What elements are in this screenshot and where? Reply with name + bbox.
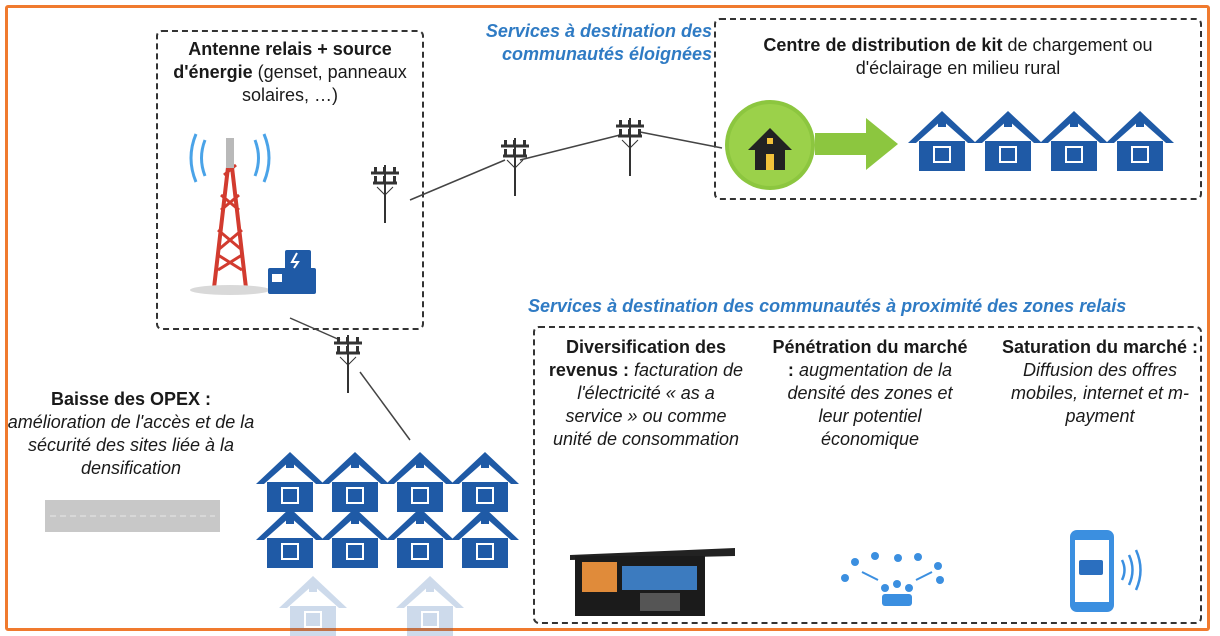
antenna-box (156, 30, 424, 330)
remote-services-label: Services à destination des communautés é… (485, 21, 712, 64)
cell-tower-icon (189, 133, 271, 295)
house-icon (386, 508, 454, 568)
house-reflection (279, 576, 464, 636)
solar-kiosk-icon (570, 548, 735, 616)
antenna-title-rest: (genset, panneaux solaires, …) (241, 62, 407, 105)
power-pole-icon (499, 136, 531, 198)
people-network-icon (841, 552, 944, 606)
column-2-body: augmentation de la densité des zones et … (787, 360, 953, 449)
house-icon (256, 452, 324, 512)
green-hub-icon (725, 100, 815, 190)
column-diversification: Diversification des revenus : facturatio… (548, 336, 744, 451)
generator-icon (268, 250, 316, 294)
arrow-right-icon (815, 118, 898, 170)
opex-body: amélioration de l'accès et de la sécurit… (7, 412, 255, 478)
diagram-frame (5, 5, 1210, 631)
column-3-title: Saturation du marché : (1001, 337, 1199, 357)
house-icon (321, 452, 389, 512)
house-icon (1040, 111, 1108, 171)
proximity-services-box (533, 326, 1202, 624)
house-icon (256, 508, 324, 568)
kit-center-title-bold: Centre de distribution de kit (763, 35, 1003, 55)
column-1-title: Diversification des revenus : (548, 337, 727, 380)
house-icon (1106, 111, 1174, 171)
antenna-box-title: Antenne relais + source d'énergie (gense… (160, 38, 420, 107)
kit-center-title: Centre de distribution de kit de chargem… (730, 34, 1186, 80)
power-pole-icon (369, 163, 401, 225)
house-icon (386, 452, 454, 512)
antenna-title-bold: Antenne relais + source d'énergie (173, 39, 392, 82)
house-icon (451, 452, 519, 512)
smartphone-payment-icon (1070, 530, 1142, 612)
house-icon (451, 508, 519, 568)
power-pole-icon (332, 333, 364, 395)
house-icon (321, 508, 389, 568)
kit-center-box (714, 18, 1202, 200)
proximity-services-label: Services à destination des communautés à… (528, 296, 1127, 316)
power-lines (289, 131, 723, 441)
power-pole-icon (614, 116, 646, 178)
column-2-title: Pénétration du marché : (772, 337, 968, 380)
opex-title: Baisse des OPEX : (50, 389, 212, 409)
column-1-body: facturation de l'électricité « as a serv… (552, 360, 744, 449)
column-penetration: Pénétration du marché : augmentation de … (770, 336, 970, 451)
house-icon (974, 111, 1042, 171)
house-icon (908, 111, 976, 171)
opex-block: Baisse des OPEX : amélioration de l'accè… (6, 388, 256, 480)
kit-center-title-rest: de chargement ou d'éclairage en milieu r… (855, 35, 1153, 78)
column-saturation: Saturation du marché : Diffusion des off… (1000, 336, 1200, 428)
column-3-body: Diffusion des offres mobiles, internet e… (1010, 360, 1190, 426)
